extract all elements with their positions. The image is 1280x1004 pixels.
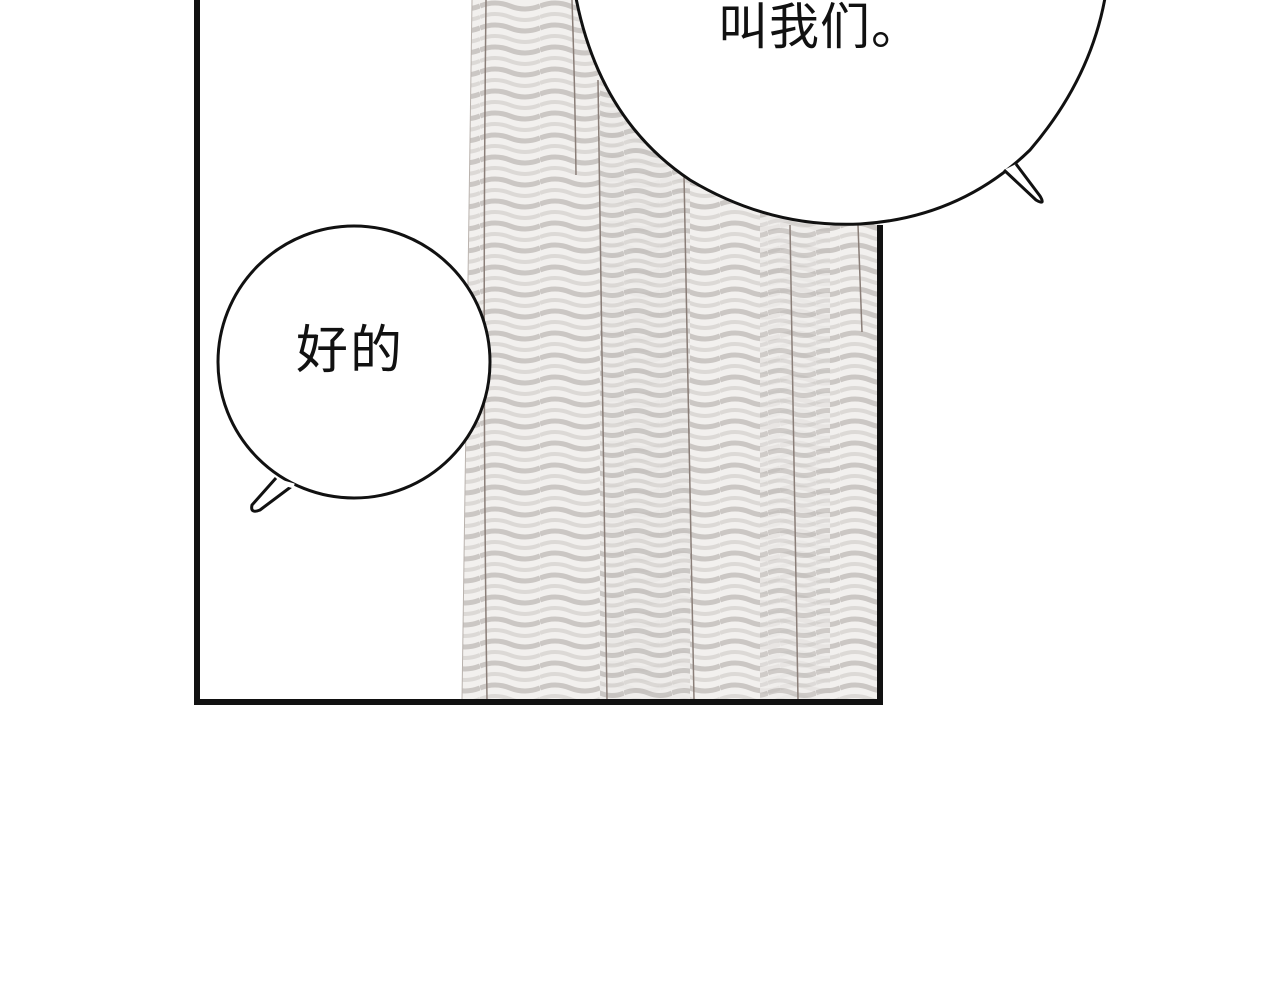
panel-border bbox=[194, 0, 883, 705]
speech-text-left: 好的 bbox=[295, 321, 404, 381]
speech-bubble-left bbox=[216, 224, 492, 513]
speech-bubble-top bbox=[574, 0, 1107, 226]
speech-text-top: 叫我们。 bbox=[718, 0, 922, 56]
